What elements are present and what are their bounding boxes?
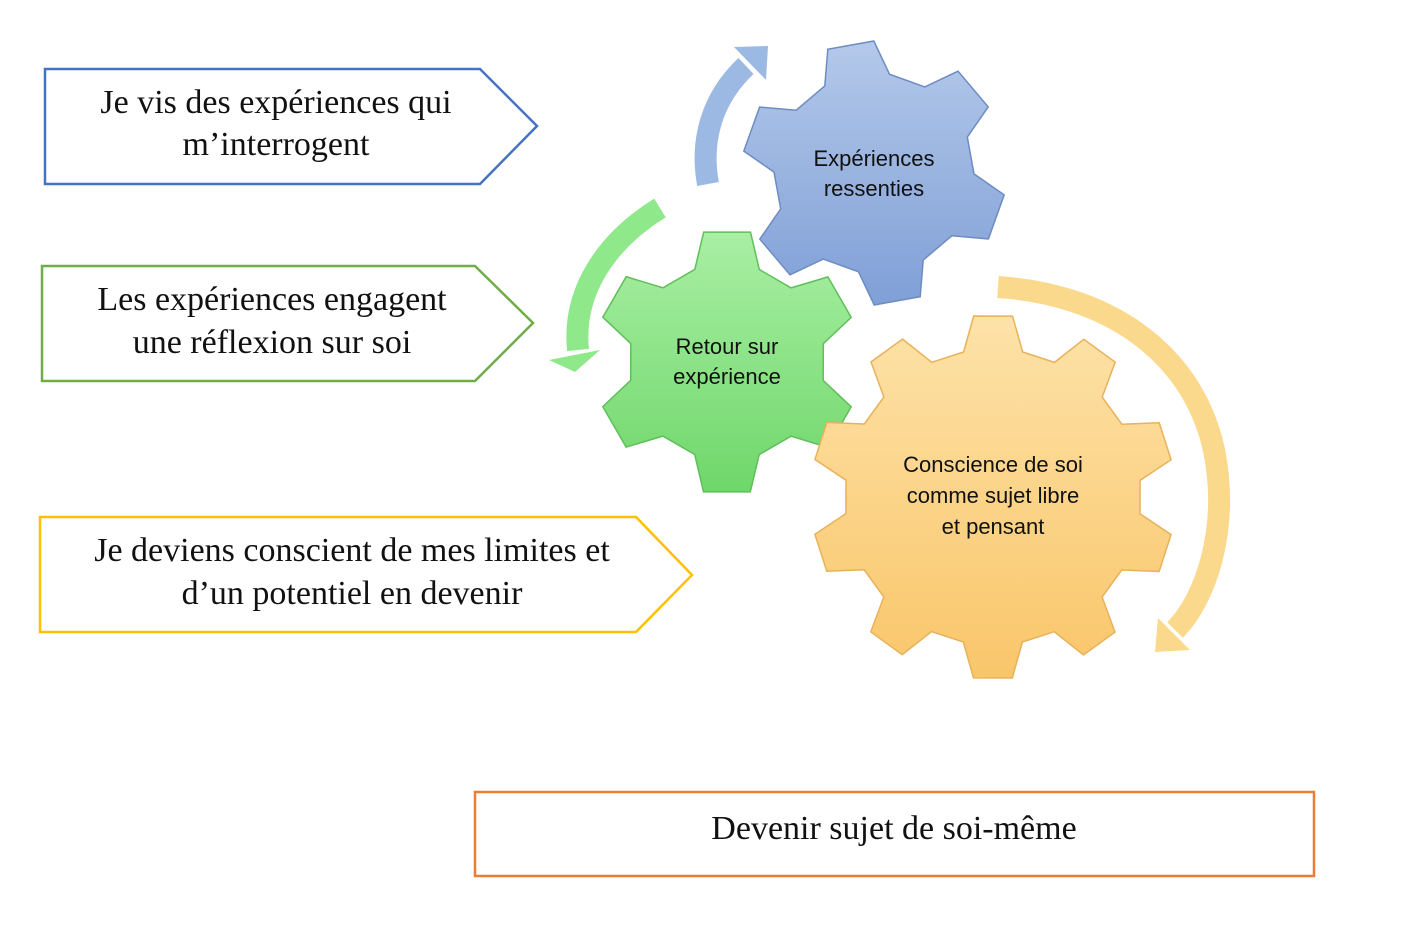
pentagon-text-line: Les expériences engagent: [97, 281, 447, 318]
pentagon-text-line: Je deviens conscient de mes limites et: [94, 532, 610, 569]
curved-arrow-orange: [997, 276, 1230, 652]
gear-text-line: Expériences: [813, 146, 934, 171]
gear-text-line: et pensant: [942, 514, 1045, 539]
pentagon-shape: [38, 515, 694, 634]
gear-retour-sur-experience: Retour sur expérience: [601, 231, 853, 493]
gear-experiences-ressenties: Expériences ressenties: [742, 40, 1006, 306]
arrow-head: [549, 350, 600, 372]
conclusion-box: Devenir sujet de soi-même: [473, 790, 1316, 878]
gear-text-line: Conscience de soi: [903, 452, 1083, 477]
pentagon-text-line: d’un potentiel en devenir: [182, 575, 524, 612]
arrow-head: [734, 46, 768, 80]
conclusion-text: Devenir sujet de soi-même: [711, 810, 1076, 847]
gear-shape: [814, 315, 1172, 679]
arrow-body: [566, 198, 666, 352]
gear-shape: [601, 231, 853, 493]
curved-arrow-green: [549, 198, 666, 372]
gear-text-line: Retour sur: [676, 334, 779, 359]
gear-text-line: comme sujet libre: [907, 483, 1079, 508]
gear-conscience-de-soi: Conscience de soi comme sujet libre et p…: [814, 315, 1172, 679]
pentagon-shape: [43, 67, 539, 186]
gear-text-line: ressenties: [824, 176, 924, 201]
pentagon-text-line: m’interrogent: [183, 126, 370, 163]
arrow-body: [997, 276, 1230, 638]
conclusion-frame: [473, 790, 1316, 878]
arrow-head: [1155, 618, 1190, 652]
pentagon-experiences-qui-interrogent: Je vis des expériences qui m’interrogent: [43, 67, 539, 186]
pentagon-reflexion-sur-soi: Les expériences engagent une réflexion s…: [40, 264, 535, 383]
gear-shape: [742, 40, 1006, 306]
pentagon-shape: [40, 264, 535, 383]
gear-text-line: expérience: [673, 364, 781, 389]
pentagon-text-line: une réflexion sur soi: [133, 324, 412, 361]
arrow-body: [694, 57, 754, 186]
pentagon-conscient-des-limites: Je deviens conscient de mes limites et d…: [38, 515, 694, 634]
pentagon-text-line: Je vis des expériences qui: [100, 84, 451, 121]
curved-arrow-blue: [694, 46, 768, 186]
